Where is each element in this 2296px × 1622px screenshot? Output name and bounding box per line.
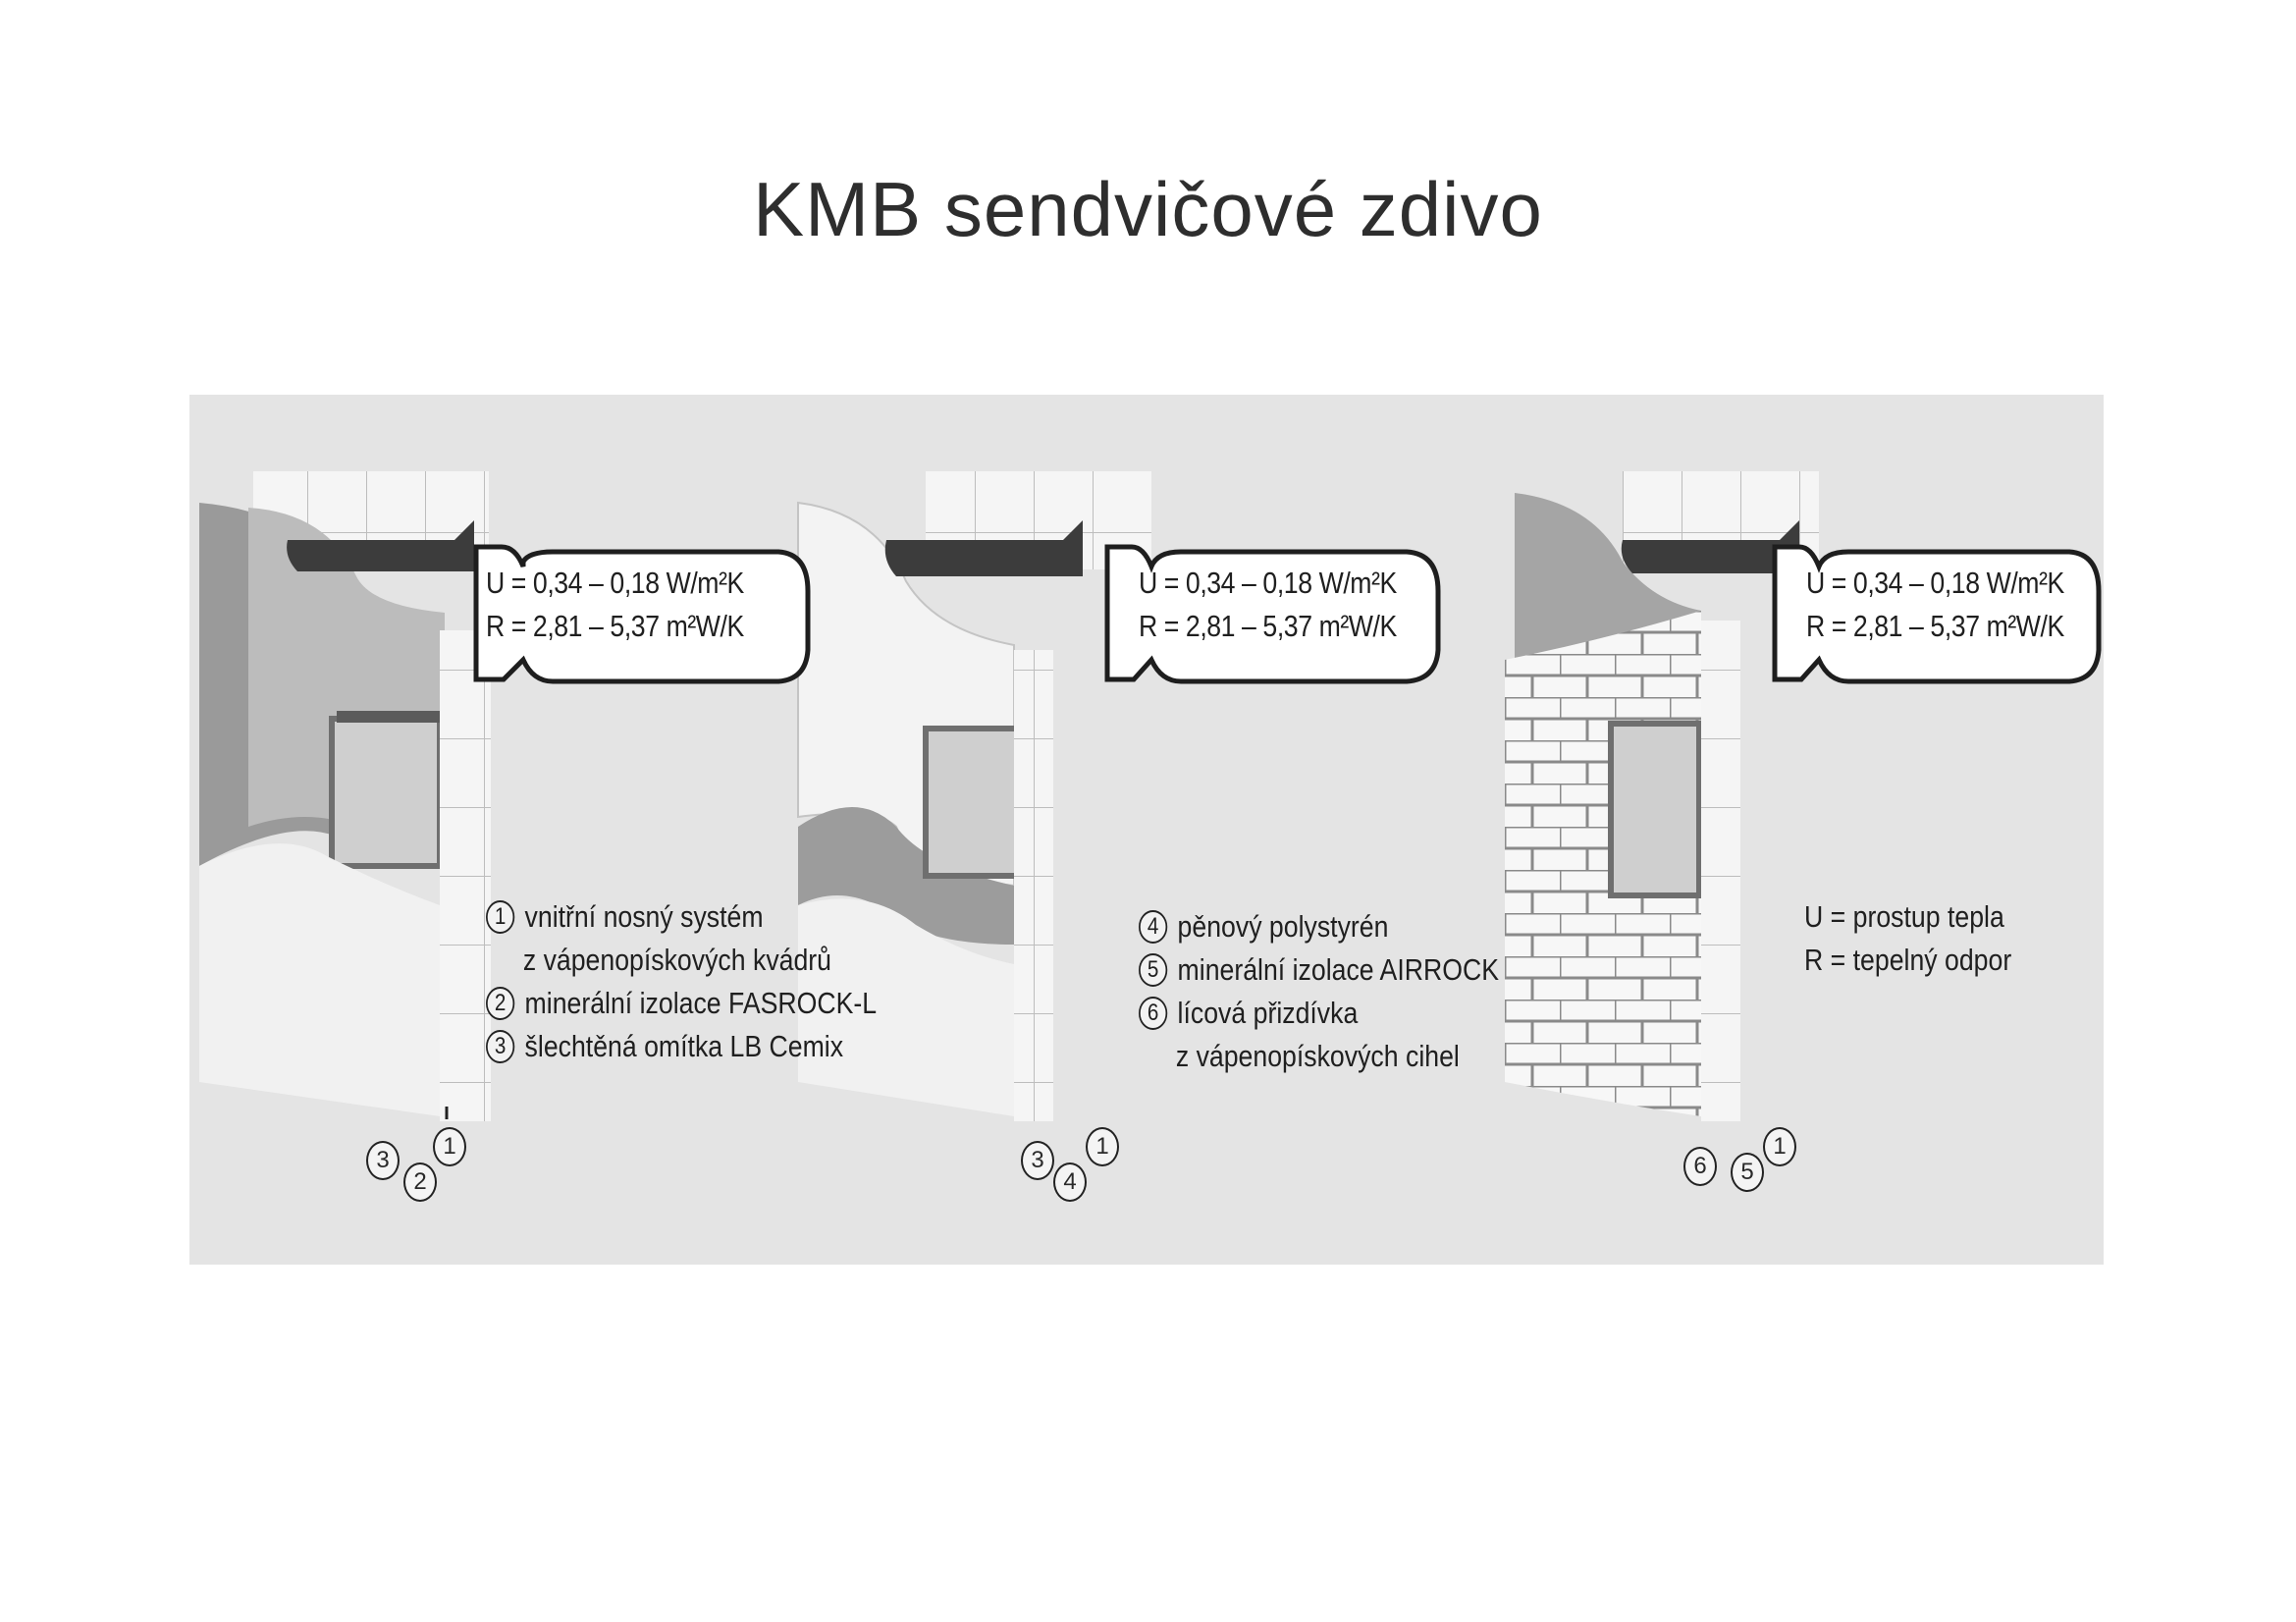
section-1-drawing: [199, 471, 491, 1121]
layer-label: 1: [1763, 1127, 1796, 1166]
callout-bubble-3: [1772, 544, 2102, 684]
callout-bubble-1: [473, 544, 811, 684]
r-value: R = 2,81 – 5,37 m²W/K: [486, 609, 744, 643]
polystyrene-layer: [798, 807, 1014, 945]
lintel: [884, 520, 1083, 576]
definition-r: R = tepelný odpor: [1804, 943, 2012, 977]
u-value: U = 0,34 – 0,18 W/m²K: [1139, 566, 1397, 600]
wall-lower: [199, 843, 440, 1116]
wall-lower: [798, 898, 1014, 1116]
layer-label: 3: [366, 1141, 400, 1180]
legend-item: z vápenopískových kvádrů: [522, 943, 832, 977]
r-value: R = 2,81 – 5,37 m²W/K: [1139, 609, 1397, 643]
inner-wall-edge: [1701, 621, 1740, 1121]
window-head: [337, 711, 454, 723]
u-value: U = 0,34 – 0,18 W/m²K: [486, 566, 744, 600]
r-value: R = 2,81 – 5,37 m²W/K: [1806, 609, 2064, 643]
layer-label: 4: [1053, 1162, 1087, 1202]
inner-wall-edge: [440, 630, 491, 1121]
legend-item: z vápenopískových cihel: [1175, 1039, 1460, 1073]
section-2-drawing: [797, 471, 1151, 1121]
layer-label: 2: [403, 1162, 437, 1202]
lintel: [1621, 520, 1799, 573]
u-value: U = 0,34 – 0,18 W/m²K: [1806, 566, 2064, 600]
callout-text-3: U = 0,34 – 0,18 W/m²K R = 2,81 – 5,37 m²…: [1806, 562, 2064, 648]
definitions: U = prostup tepla R = tepelný odpor: [1804, 895, 2011, 982]
layer-label: 6: [1683, 1147, 1717, 1186]
definition-u: U = prostup tepla: [1804, 899, 2004, 934]
window-opening: [329, 716, 443, 869]
layer-label: 5: [1731, 1153, 1764, 1192]
lintel: [287, 520, 474, 571]
layer-label: 1: [433, 1127, 466, 1166]
window-opening: [1608, 721, 1702, 898]
wall-sections-illustration: [199, 471, 2102, 1121]
page-title: KMB sendvičové zdivo: [753, 166, 1543, 252]
layer-label: 1: [1086, 1127, 1119, 1166]
section-3-drawing: [1505, 471, 1819, 1121]
window-opening: [923, 726, 1027, 879]
callout-text-1: U = 0,34 – 0,18 W/m²K R = 2,81 – 5,37 m²…: [486, 562, 744, 648]
callout-text-2: U = 0,34 – 0,18 W/m²K R = 2,81 – 5,37 m²…: [1139, 562, 1397, 648]
wall-sections-figure: U = 0,34 – 0,18 W/m²K R = 2,81 – 5,37 m²…: [189, 395, 2104, 1265]
callout-bubble-2: [1104, 544, 1441, 684]
inner-wall-edge: [1014, 650, 1053, 1121]
layer-label: 3: [1021, 1141, 1054, 1180]
